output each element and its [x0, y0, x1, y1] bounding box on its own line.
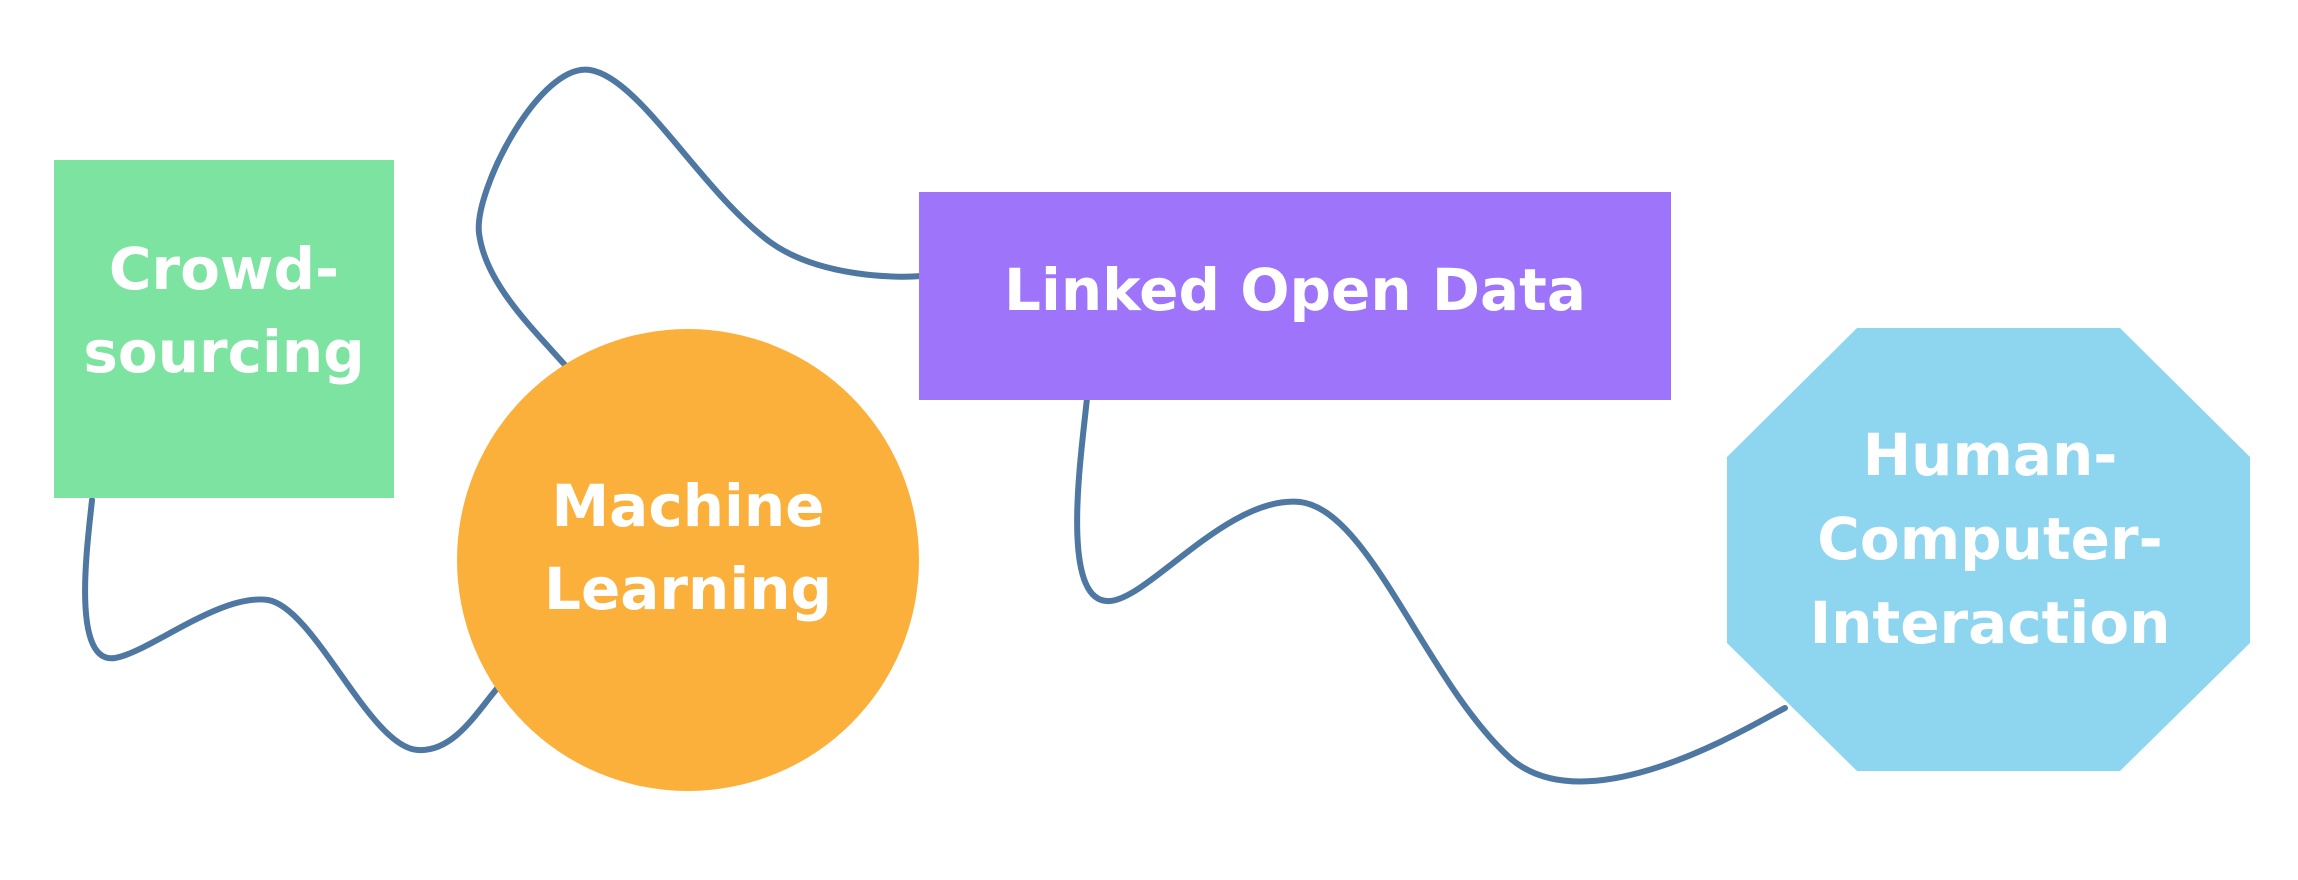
machine-learning-circle [457, 329, 919, 791]
connector-linked-open-data-hci [1074, 395, 1788, 785]
hci-label-line-2: Computer- [1817, 505, 2162, 573]
linked-open-data-label: Linked Open Data [1004, 256, 1586, 324]
machine-learning-label-line-2: Learning [544, 555, 832, 623]
linked-open-data-box [919, 192, 1671, 400]
hci-label-line-3: Interaction [1810, 589, 2171, 657]
machine-learning-label-line-1: Machine [551, 472, 824, 540]
hci-octagon [1727, 328, 2250, 771]
hci-label-line-1: Human- [1863, 421, 2118, 489]
crowdsourcing-box [54, 160, 394, 498]
crowdsourcing-label-line-1: Crowd- [109, 235, 339, 303]
connector-machine-learning-linked-open-data [475, 66, 924, 368]
crowdsourcing-label-line-2: sourcing [83, 318, 364, 386]
connector-crowdsourcing-machine-learning [82, 497, 503, 754]
